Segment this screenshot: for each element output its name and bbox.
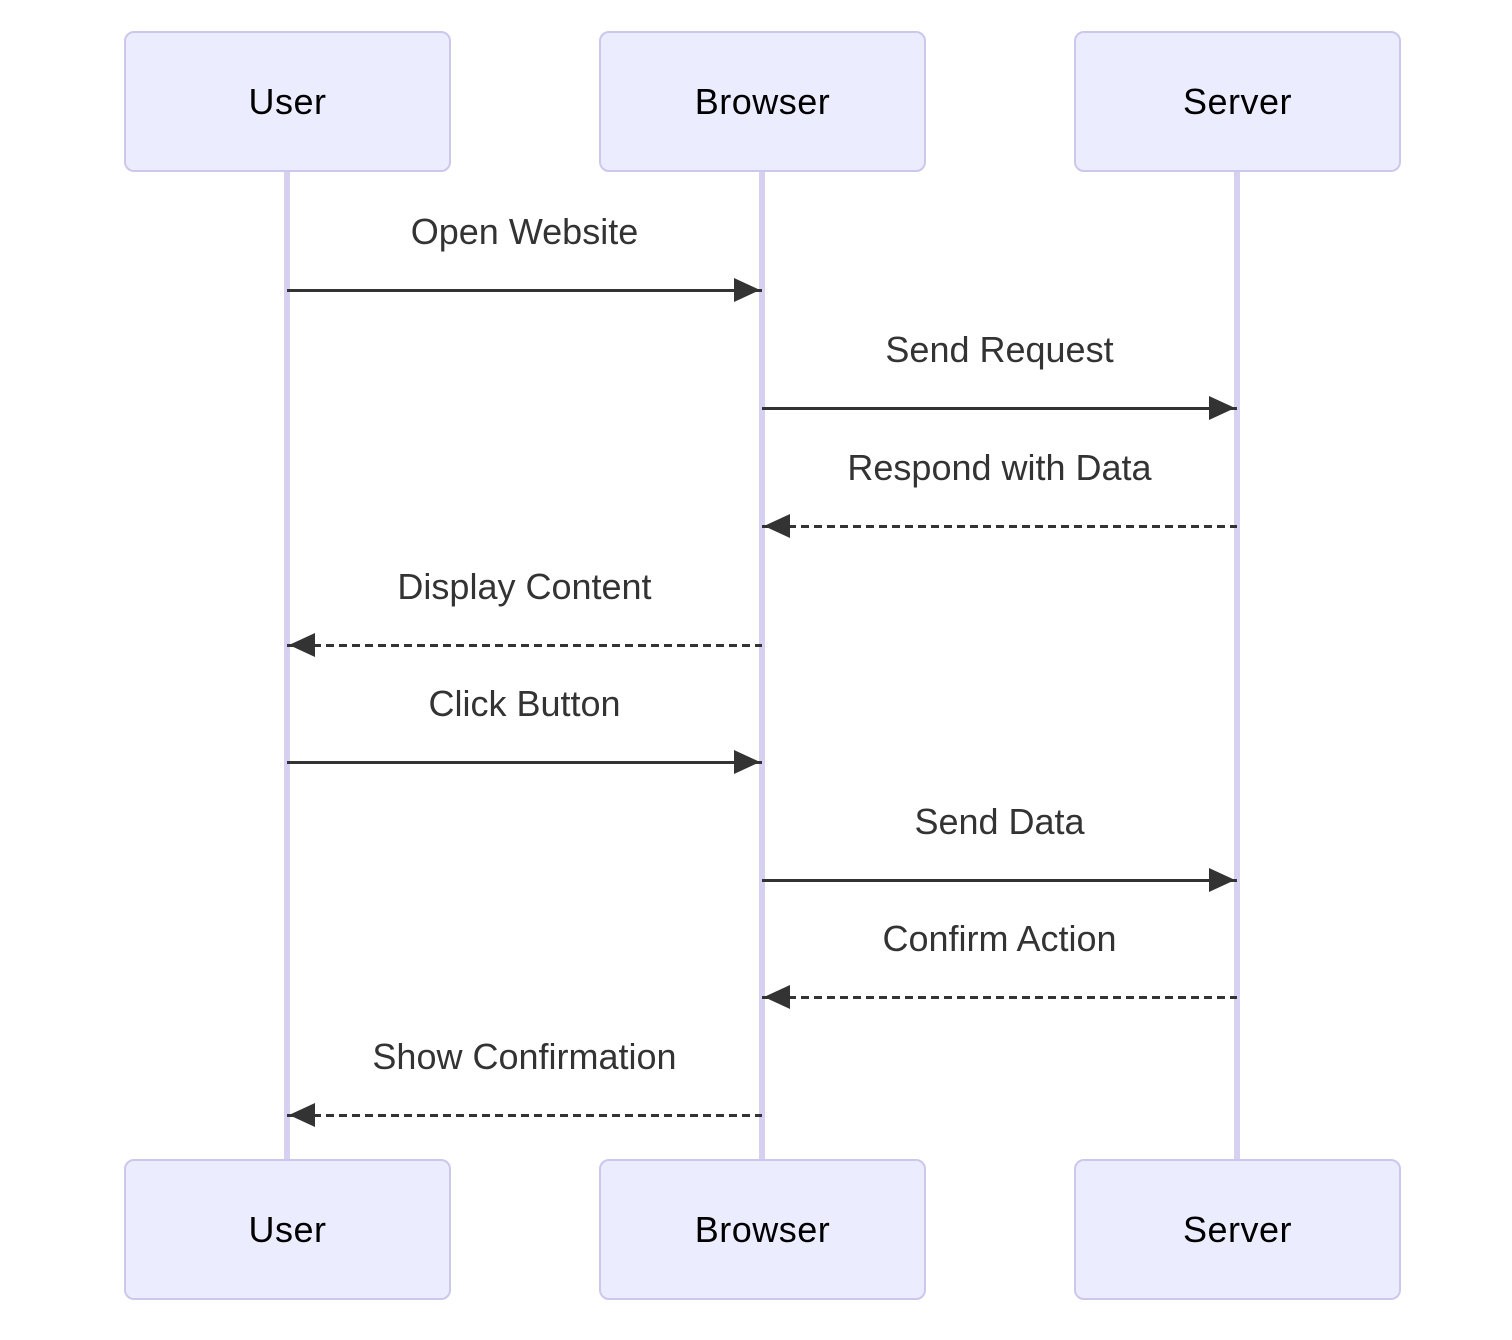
arrowhead-right-icon [1209,868,1235,892]
message-label: Send Request [885,329,1114,370]
message-label: Respond with Data [847,447,1152,488]
lifeline-server [1234,172,1240,1160]
arrowhead-right-icon [734,750,760,774]
actor-box-browser-bottom: Browser [599,1159,926,1300]
message-line [762,525,1237,528]
arrowhead-right-icon [734,278,760,302]
message-line [762,407,1237,410]
message-line [762,996,1237,999]
actor-box-server-top: Server [1074,31,1401,172]
lifeline-user [284,172,290,1160]
arrowhead-right-icon [1209,396,1235,420]
arrowhead-left-icon [289,633,315,657]
actor-box-user-bottom: User [124,1159,451,1300]
message-label: Click Button [428,683,621,724]
message-label: Send Data [914,801,1085,842]
actor-label-user: User [248,1208,327,1250]
message-label: Confirm Action [882,918,1117,959]
message-line [287,761,762,764]
actor-label-server: Server [1182,80,1293,122]
message-label: Show Confirmation [372,1036,677,1077]
message-line [287,644,762,647]
actor-label-user: User [248,80,327,122]
message-label: Open Website [410,211,639,252]
arrowhead-left-icon [289,1103,315,1127]
actor-box-user-top: User [124,31,451,172]
lifeline-browser [759,172,765,1160]
actor-box-server-bottom: Server [1074,1159,1401,1300]
actor-label-browser: Browser [694,1208,831,1250]
actor-box-browser-top: Browser [599,31,926,172]
message-line [287,289,762,292]
actor-label-server: Server [1182,1208,1293,1250]
message-line [287,1114,762,1117]
arrowhead-left-icon [764,985,790,1009]
message-label: Display Content [397,566,652,607]
arrowhead-left-icon [764,514,790,538]
actor-label-browser: Browser [694,80,831,122]
message-line [762,879,1237,882]
